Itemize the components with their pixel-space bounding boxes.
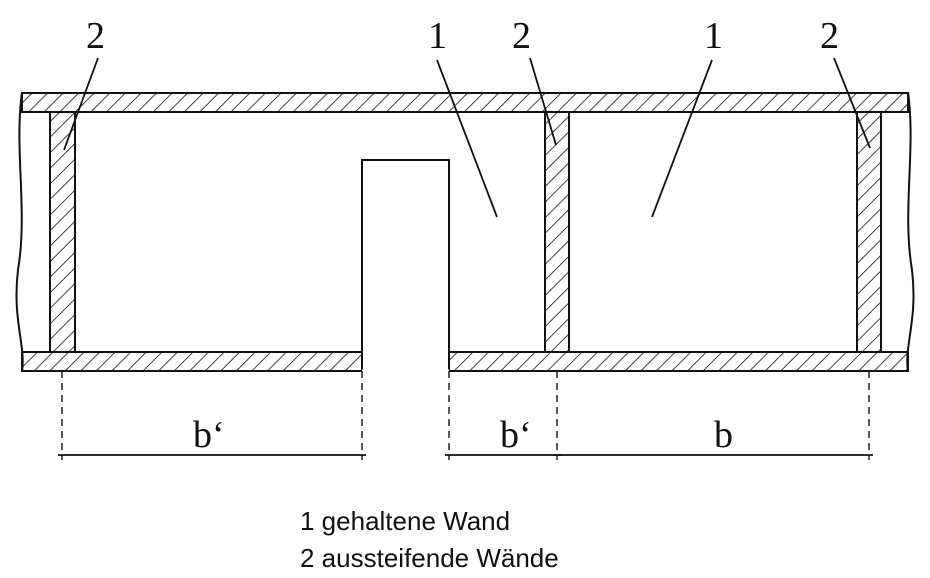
extension-lines [61, 371, 870, 460]
stiffening-wall-left [49, 111, 76, 353]
right-break-line [906, 91, 915, 373]
stiffening-wall-right [856, 111, 882, 353]
callout-room-right: 1 [704, 15, 723, 57]
callout-wall-middle: 2 [512, 15, 531, 57]
dimension-label-left: b‘ [193, 414, 225, 456]
callout-room-middle: 1 [428, 15, 447, 57]
dimension-label-right: b [714, 414, 733, 456]
callout-wall-left: 2 [86, 15, 105, 57]
leader-line-wall-right [833, 57, 871, 149]
door-opening [361, 159, 450, 372]
stiffening-wall-middle [544, 111, 570, 353]
bottom-wall [21, 351, 909, 372]
dimension-label-middle: b‘ [500, 414, 532, 456]
legend-item-held-wall: 1 gehaltene Wand [300, 506, 511, 536]
legend: 1 gehaltene Wand 2 aussteifende Wände [300, 503, 559, 577]
callout-wall-right: 2 [820, 15, 839, 57]
leader-line-room-right [651, 59, 713, 218]
left-break-line [15, 91, 24, 373]
leader-line-wall-left [63, 57, 99, 151]
legend-item-stiffening-walls: 2 aussteifende Wände [300, 543, 559, 573]
leader-line-wall-middle [529, 57, 557, 146]
top-wall [21, 92, 909, 113]
leader-line-room-middle [436, 59, 498, 218]
